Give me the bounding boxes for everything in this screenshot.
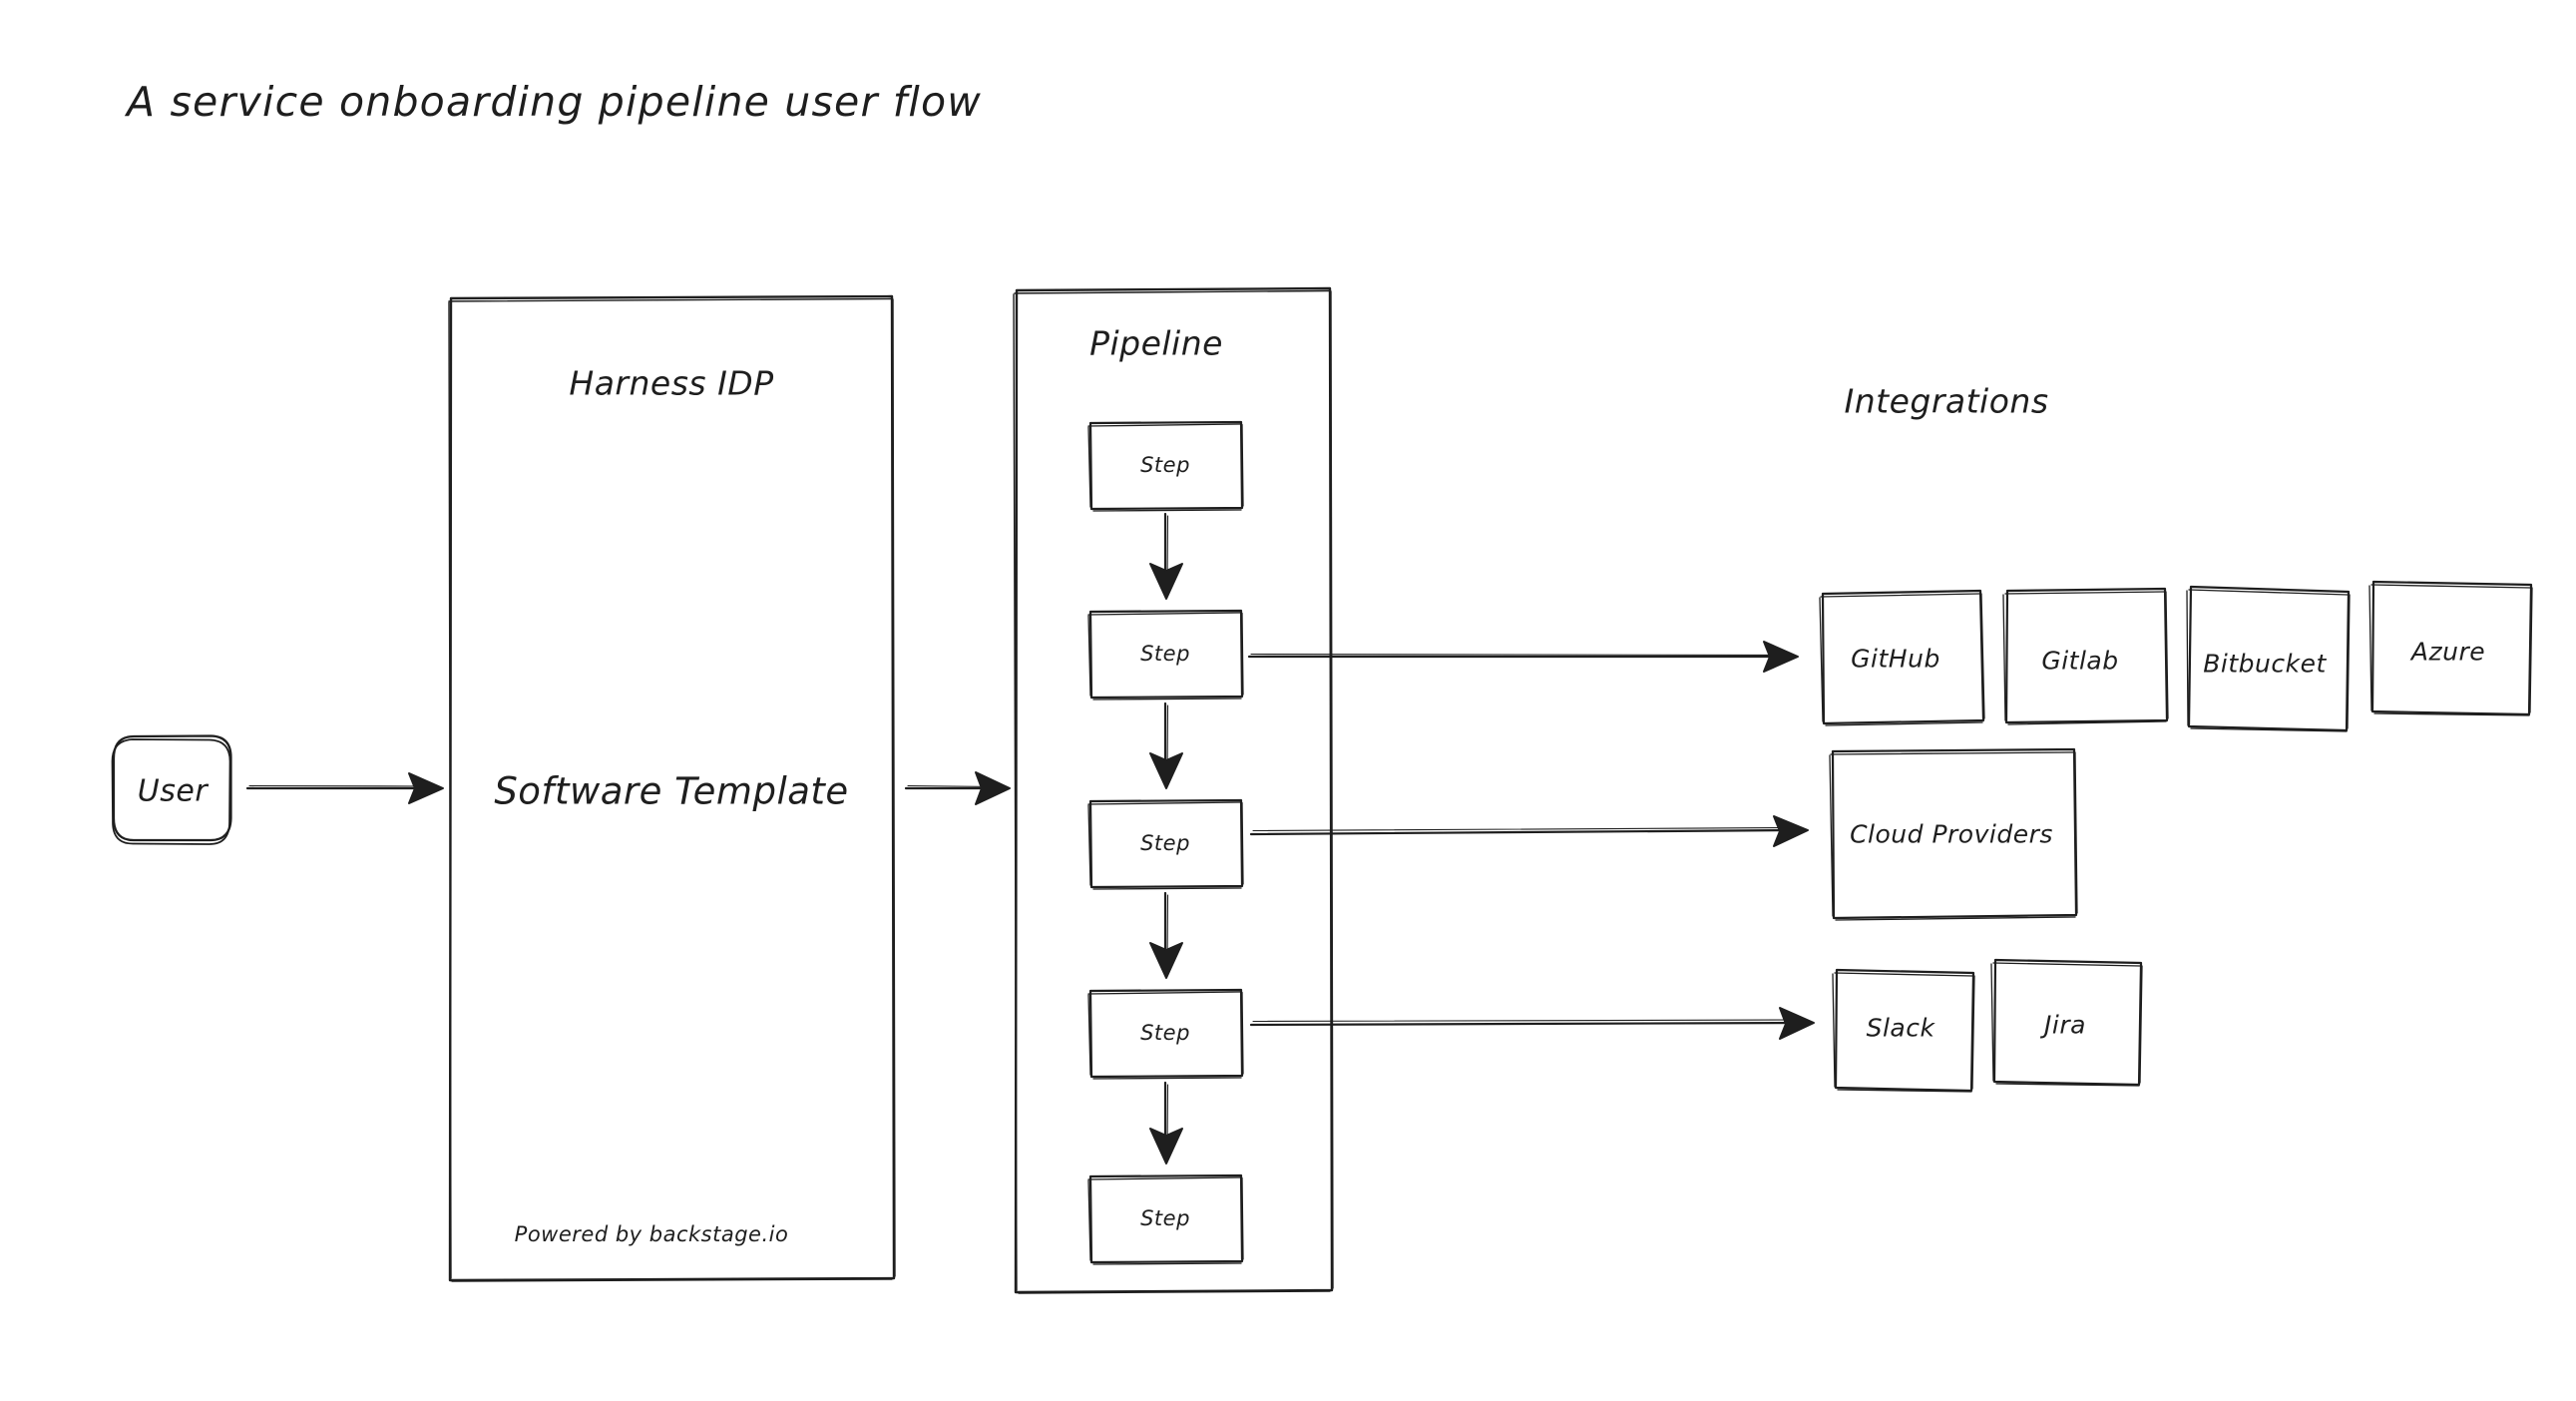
- user-node-label: User: [137, 773, 209, 809]
- arrow-step2-to-step3: [1149, 701, 1183, 789]
- step-label-5: Step: [1140, 1206, 1190, 1230]
- user-node-shape: [111, 734, 232, 845]
- integration-label-github: GitHub: [1851, 644, 1940, 674]
- arrow-step3-to-cloud-providers: [1249, 815, 1809, 847]
- pipeline-container-label: Pipeline: [1089, 323, 1223, 363]
- harness-idp-container-label: Harness IDP: [569, 363, 774, 403]
- arrow-user-to-idp: [245, 772, 444, 804]
- integration-label-cloud-providers: Cloud Providers: [1850, 819, 2053, 849]
- arrow-step2-to-github: [1247, 641, 1799, 673]
- step-label-3: Step: [1140, 831, 1190, 855]
- harness-idp-container-shape: [448, 294, 896, 1282]
- integration-box-azure-shape: [2368, 580, 2533, 716]
- arrow-step4-to-slack: [1249, 1007, 1815, 1040]
- step-label-2: Step: [1140, 642, 1190, 666]
- integration-label-bitbucket: Bitbucket: [2203, 649, 2327, 679]
- step-label-4: Step: [1140, 1021, 1190, 1045]
- integration-label-slack: Slack: [1866, 1013, 1935, 1043]
- diagram-title: A service onboarding pipeline user flow: [127, 78, 982, 126]
- step-box-1-shape: [1087, 420, 1244, 512]
- arrow-step4-to-step5: [1149, 1081, 1183, 1165]
- integration-box-slack-shape: [1832, 968, 1975, 1093]
- step-label-1: Step: [1140, 453, 1190, 477]
- integrations-section-label: Integrations: [1844, 381, 2049, 421]
- powered-by-backstage-label: Powered by backstage.io: [514, 1222, 789, 1246]
- integration-label-gitlab: Gitlab: [2041, 646, 2119, 676]
- integration-box-github-shape: [1819, 589, 1985, 726]
- step-box-2-shape: [1087, 609, 1244, 700]
- software-template-label: Software Template: [494, 769, 849, 813]
- integration-box-gitlab-shape: [2002, 587, 2169, 725]
- integration-box-cloud-providers-shape: [1829, 747, 2078, 921]
- integration-label-azure: Azure: [2410, 637, 2486, 667]
- integration-box-bitbucket-shape: [2186, 585, 2351, 732]
- arrow-step1-to-step2: [1149, 512, 1183, 600]
- integration-label-jira: Jira: [2044, 1010, 2086, 1040]
- pipeline-container-shape: [1013, 286, 1334, 1294]
- step-box-3-shape: [1087, 798, 1244, 890]
- step-box-5-shape: [1087, 1173, 1244, 1265]
- step-box-4-shape: [1087, 988, 1244, 1080]
- arrow-step3-to-step4: [1149, 891, 1183, 979]
- integration-box-jira-shape: [1990, 958, 2143, 1087]
- arrow-template-to-pipeline: [904, 771, 1011, 805]
